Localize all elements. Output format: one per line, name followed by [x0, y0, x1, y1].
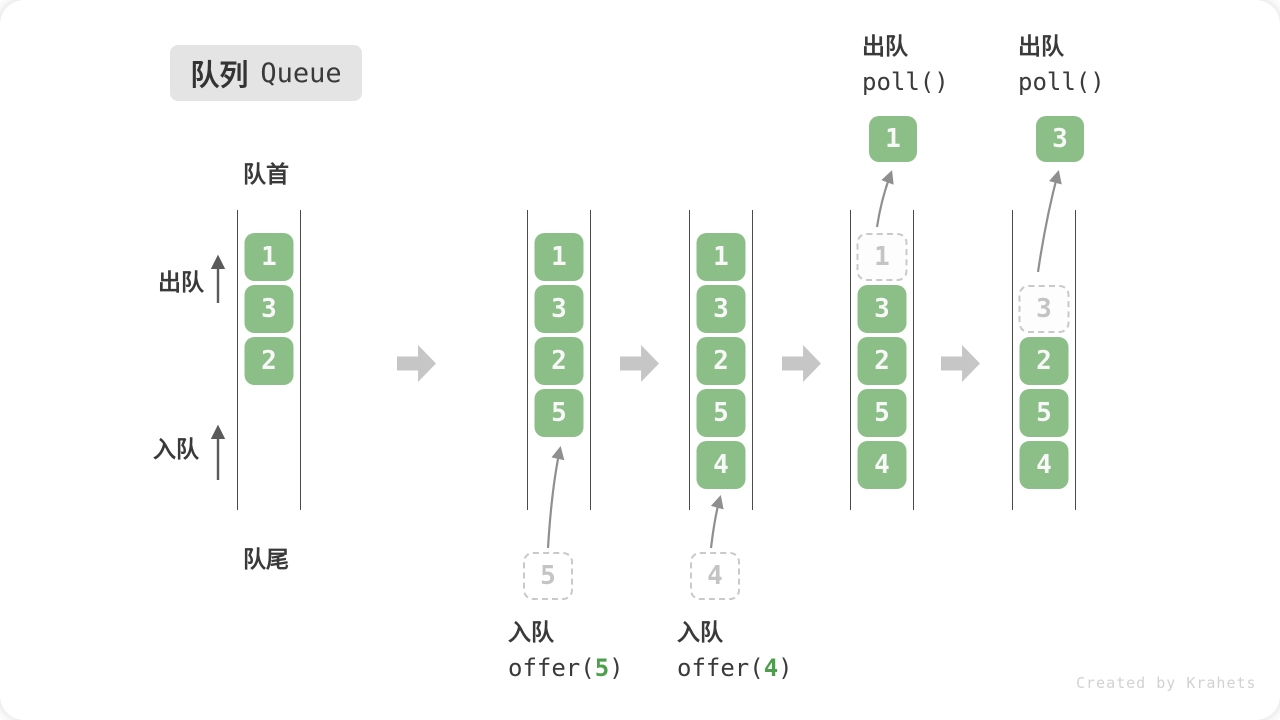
- queue-element: 5: [696, 389, 746, 437]
- queue-element: 1: [244, 233, 294, 281]
- queue-element: 1: [696, 233, 746, 281]
- queue-element: 2: [696, 337, 746, 385]
- step-arrow-icon: [397, 345, 436, 382]
- queue-element: 3: [534, 285, 584, 333]
- offer-code-prefix: offer(: [677, 654, 764, 682]
- polled-element: 1: [869, 116, 917, 162]
- queue-element: 3: [696, 285, 746, 333]
- pending-enqueue-element: 4: [690, 552, 740, 600]
- title-zh: 队列: [190, 60, 249, 92]
- poll-operation-label: 出队 poll(): [862, 28, 949, 100]
- queue-front-label: 队首: [243, 161, 289, 187]
- pending-enqueue-element: 5: [523, 552, 573, 600]
- offer-code-suffix: ): [609, 654, 624, 682]
- poll-label-zh: 出队: [862, 33, 908, 59]
- queue-element: 5: [534, 389, 584, 437]
- offer-code: offer(5): [508, 650, 624, 686]
- step-arrow-icon: [941, 345, 980, 382]
- queue-element-removed: 3: [1018, 285, 1070, 333]
- queue-element: 2: [857, 337, 907, 385]
- queue-element: 2: [1019, 337, 1069, 385]
- queue-state-3: 1 3 2 5 4: [689, 210, 753, 510]
- step-arrow-icon: [782, 345, 821, 382]
- dequeue-side-label: 出队: [158, 269, 204, 295]
- queue-element: 2: [534, 337, 584, 385]
- poll-operation-label: 出队 poll(): [1018, 28, 1105, 100]
- queue-state-4: 1 3 2 5 4: [850, 210, 914, 510]
- queue-rear-label: 队尾: [243, 546, 289, 572]
- poll-code: poll(): [862, 68, 949, 96]
- title-badge: 队列 Queue: [170, 45, 362, 101]
- offer-code-suffix: ): [778, 654, 793, 682]
- offer-operation-label: 入队 offer(4): [677, 614, 793, 686]
- queue-element: 4: [1019, 441, 1069, 489]
- queue-element: 3: [857, 285, 907, 333]
- queue-element: 1: [534, 233, 584, 281]
- offer-code: offer(4): [677, 650, 793, 686]
- offer-code-arg: 5: [594, 654, 610, 682]
- queue-element: 2: [244, 337, 294, 385]
- offer-label-zh: 入队: [508, 619, 554, 645]
- queue-state-2: 1 3 2 5: [527, 210, 591, 510]
- queue-state-5: 3 2 5 4: [1012, 210, 1076, 510]
- step-arrow-icon: [620, 345, 659, 382]
- offer-operation-label: 入队 offer(5): [508, 614, 624, 686]
- offer-code-prefix: offer(: [508, 654, 595, 682]
- offer-code-arg: 4: [763, 654, 779, 682]
- queue-element: 4: [857, 441, 907, 489]
- offer-label-zh: 入队: [677, 619, 723, 645]
- poll-code: poll(): [1018, 68, 1105, 96]
- title-en: Queue: [260, 57, 342, 89]
- polled-element: 3: [1036, 116, 1084, 162]
- enqueue-side-label: 入队: [153, 436, 199, 462]
- queue-element: 5: [857, 389, 907, 437]
- queue-element: 3: [244, 285, 294, 333]
- poll-label-zh: 出队: [1018, 33, 1064, 59]
- queue-element: 5: [1019, 389, 1069, 437]
- queue-element: 4: [696, 441, 746, 489]
- queue-element-removed: 1: [856, 233, 908, 281]
- queue-state-1: 1 3 2: [237, 210, 301, 510]
- watermark: Created by Krahets: [1076, 674, 1257, 692]
